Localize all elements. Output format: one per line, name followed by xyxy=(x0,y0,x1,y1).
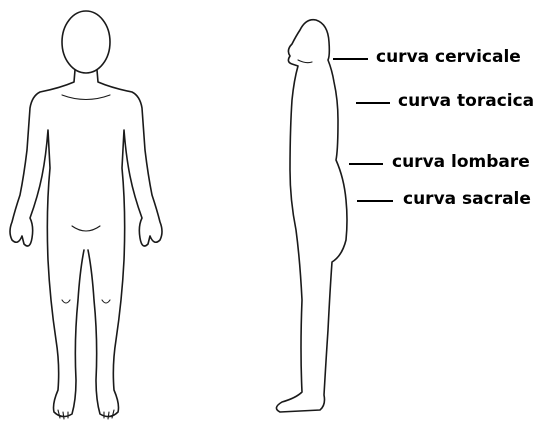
side-view-body xyxy=(276,20,347,412)
front-right-knee xyxy=(102,300,110,303)
front-body-left-outline xyxy=(10,70,84,417)
front-head xyxy=(62,11,110,73)
cervical-curve-label: curva cervicale xyxy=(376,47,521,67)
front-collar-line xyxy=(62,95,110,100)
lumbar-curve-label: curva lombare xyxy=(392,152,530,172)
sacral-curve-label: curva sacrale xyxy=(403,189,531,209)
thoracic-curve-label: curva toracica xyxy=(398,91,534,111)
side-chin-line xyxy=(298,60,312,63)
front-view-body xyxy=(10,11,162,419)
front-body-right-outline xyxy=(88,70,162,417)
front-left-knee xyxy=(62,300,70,303)
front-hip-line xyxy=(72,226,100,231)
front-right-toes xyxy=(104,410,114,419)
front-left-toes xyxy=(58,410,68,419)
side-body-outline xyxy=(276,20,347,412)
